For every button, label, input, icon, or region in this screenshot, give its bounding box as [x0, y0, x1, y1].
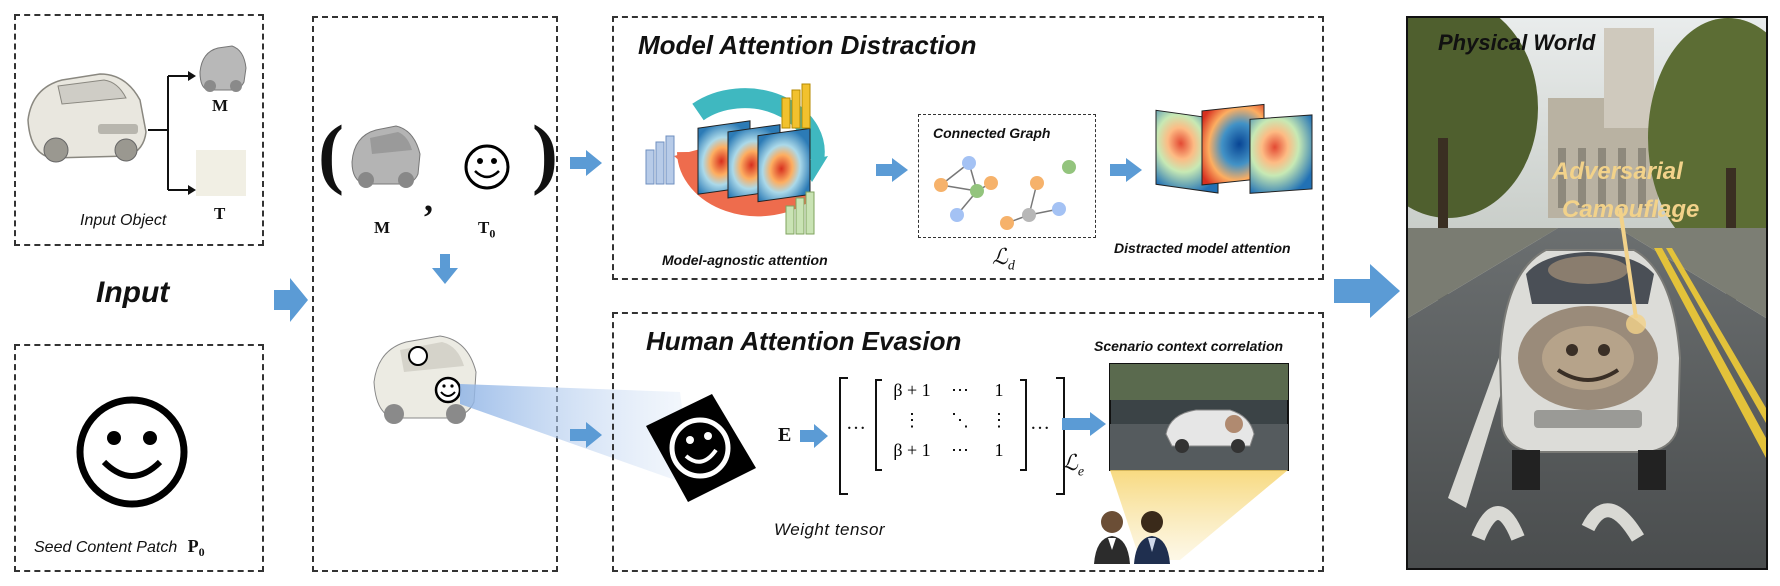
attention-label: Model-agnostic attention [662, 252, 828, 268]
matrix-cell: 1 [994, 440, 1004, 460]
arrow-to-scenario [1062, 412, 1106, 436]
mesh-symbol: M [212, 96, 229, 115]
split-arrow [148, 71, 196, 195]
mesh-car-image [351, 125, 421, 188]
car-model-image [27, 73, 147, 163]
init-comma: , [424, 179, 433, 219]
scenario-label: Scenario context correlation [1094, 338, 1284, 354]
arrow-to-distraction [570, 150, 602, 176]
observers-icon [1094, 511, 1170, 564]
texture-smiley-icon [464, 144, 510, 190]
connected-graph-box: Connected Graph [918, 114, 1096, 238]
evasion-title: Human Attention Evasion [646, 326, 962, 356]
graph-diagram [934, 156, 1076, 230]
matrix-dots-left: … [846, 412, 866, 434]
matrix-cell: ⋮ [903, 410, 921, 430]
edge-patch-image [646, 394, 756, 502]
input-object-panel: M T Input Object [14, 14, 264, 246]
distraction-panel: Model Attention Distraction Model-agnost [612, 16, 1324, 280]
seed-patch-panel: Seed Content Patch P0 [14, 344, 264, 572]
mesh-thumbnail [199, 45, 247, 92]
seed-patch-label: Seed Content Patch P0 [34, 536, 205, 560]
matrix-cell: ⋯ [951, 440, 969, 460]
evasion-panel: Human Attention Evasion E … … β + 1 ⋯ 1 … [612, 312, 1324, 572]
initialization-panel: ( M , T0 ) [312, 16, 558, 572]
distraction-title: Model Attention Distraction [638, 30, 977, 60]
distracted-heatmaps [1155, 103, 1313, 194]
input-section-label: Input [96, 276, 170, 309]
weight-label: Weight tensor [774, 520, 886, 539]
matrix-dots-right: … [1030, 412, 1050, 434]
graph-label: Connected Graph [933, 125, 1051, 141]
init-texture-symbol: T0 [478, 218, 496, 241]
scenario-render-image [1109, 363, 1289, 471]
texture-thumbnail [196, 150, 246, 196]
matrix-cell: β + 1 [893, 380, 931, 400]
matrix-grid: β + 1 ⋯ 1 ⋮ ⋱ ⋮ β + 1 ⋯ 1 [884, 380, 1018, 468]
arrow-to-output [1110, 158, 1142, 182]
matrix-cell: ⋯ [951, 380, 969, 400]
physical-world-panel: Physical World Adversarial Camouflage [1406, 16, 1768, 570]
arrow-to-physical [1334, 264, 1400, 318]
matrix-cell: β + 1 [893, 440, 931, 460]
textured-car-image [373, 335, 477, 424]
texture-symbol: T [214, 204, 226, 223]
attention-cycle-diagram [645, 83, 828, 235]
loss-d: ℒd [992, 244, 1015, 274]
physical-world-title: Physical World [1438, 30, 1596, 55]
matrix-cell: 1 [994, 380, 1004, 400]
init-mesh-symbol: M [374, 218, 391, 237]
output-label: Distracted model attention [1114, 240, 1291, 256]
input-object-label: Input Object [80, 212, 167, 229]
matrix-brackets [839, 377, 1065, 495]
camouflage-label-line2: Camouflage [1562, 196, 1700, 223]
arrow-to-matrix [800, 424, 828, 448]
smiley-icon [76, 396, 188, 508]
arrow-to-evasion [570, 422, 602, 448]
matrix-cell: ⋮ [990, 410, 1008, 430]
arrow-down [432, 254, 458, 284]
edge-symbol: E [778, 424, 792, 446]
arrow-input-to-init [274, 278, 308, 322]
camouflage-label-line1: Adversarial [1552, 158, 1683, 185]
paren-open: ( [318, 109, 344, 196]
arrow-to-graph [876, 158, 908, 182]
loss-e: ℒe [1062, 450, 1085, 480]
paren-close: ) [532, 109, 558, 196]
matrix-cell: ⋱ [951, 410, 969, 430]
street-scene-image [1408, 18, 1766, 568]
